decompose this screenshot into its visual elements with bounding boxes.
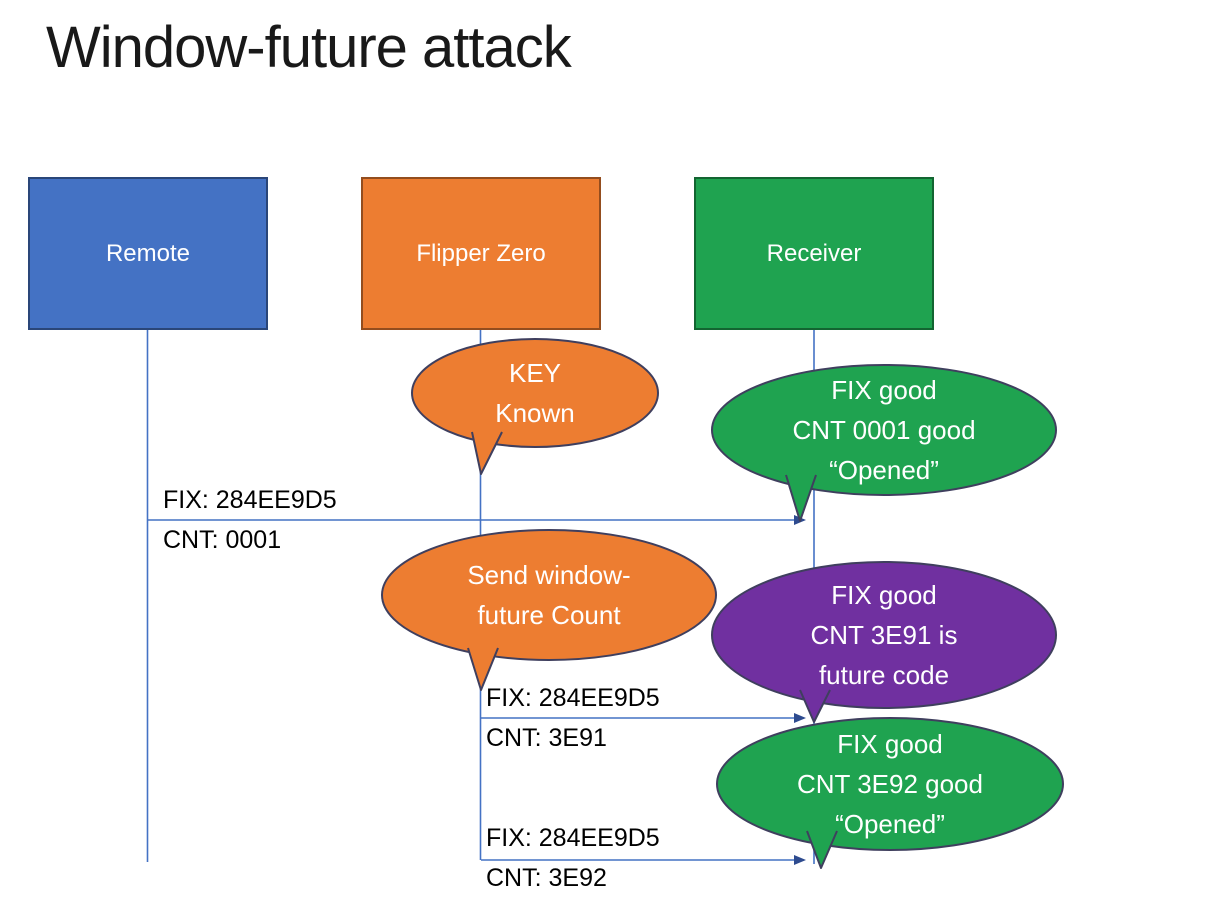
bubble-send-window-future: Send window- future Count — [380, 528, 718, 694]
bubble-fix-cnt-3e92-tail — [806, 830, 838, 869]
bubble-fix-cnt-3e91: FIX good CNT 3E91 is future code — [710, 560, 1058, 726]
bubble-fix-cnt-3e92-shape — [716, 717, 1064, 851]
bubble-fix-cnt-0001-tail — [785, 474, 817, 522]
bubble-fix-cnt-3e92: FIX good CNT 3E92 good “Opened” — [715, 716, 1065, 872]
bubble-fix-cnt-0001-shape — [711, 364, 1057, 496]
slide-title: Window-future attack — [46, 15, 572, 80]
bubble-key-known-shape — [411, 338, 659, 448]
bubble-fix-cnt-3e91-shape — [711, 561, 1057, 709]
bubble-key-known: KEY Known — [410, 337, 660, 477]
bubble-fix-cnt-0001: FIX good CNT 0001 good “Opened” — [710, 363, 1058, 525]
bubble-fix-cnt-3e92-text: FIX good CNT 3E92 good “Opened” — [797, 729, 983, 839]
bubble-key-known-tail — [471, 431, 503, 475]
message-label-3: FIX: 284EE9D5 CNT: 3E92 — [486, 824, 660, 892]
actor-receiver-label: Receiver — [766, 239, 862, 267]
bubble-fix-cnt-3e91-tail — [799, 689, 831, 723]
bubble-send-window-future-tail — [467, 647, 499, 691]
bubble-fix-cnt-0001-text: FIX good CNT 0001 good “Opened” — [792, 375, 976, 485]
bubble-fix-cnt-3e91-text: FIX good CNT 3E91 is future code — [810, 580, 958, 690]
bubble-send-window-future-shape — [381, 529, 717, 661]
actor-flipper-zero: Flipper Zero — [361, 177, 601, 330]
bubble-send-window-future-text: Send window- future Count — [467, 560, 631, 630]
bubble-key-known-text: KEY Known — [495, 358, 575, 428]
message-label-2: FIX: 284EE9D5 CNT: 3E91 — [486, 684, 660, 752]
message-label-1: FIX: 284EE9D5 CNT: 0001 — [163, 486, 337, 554]
actor-remote: Remote — [28, 177, 268, 330]
actor-remote-label: Remote — [105, 239, 191, 267]
actor-receiver: Receiver — [694, 177, 934, 330]
actor-flipper-zero-label: Flipper Zero — [416, 239, 546, 267]
